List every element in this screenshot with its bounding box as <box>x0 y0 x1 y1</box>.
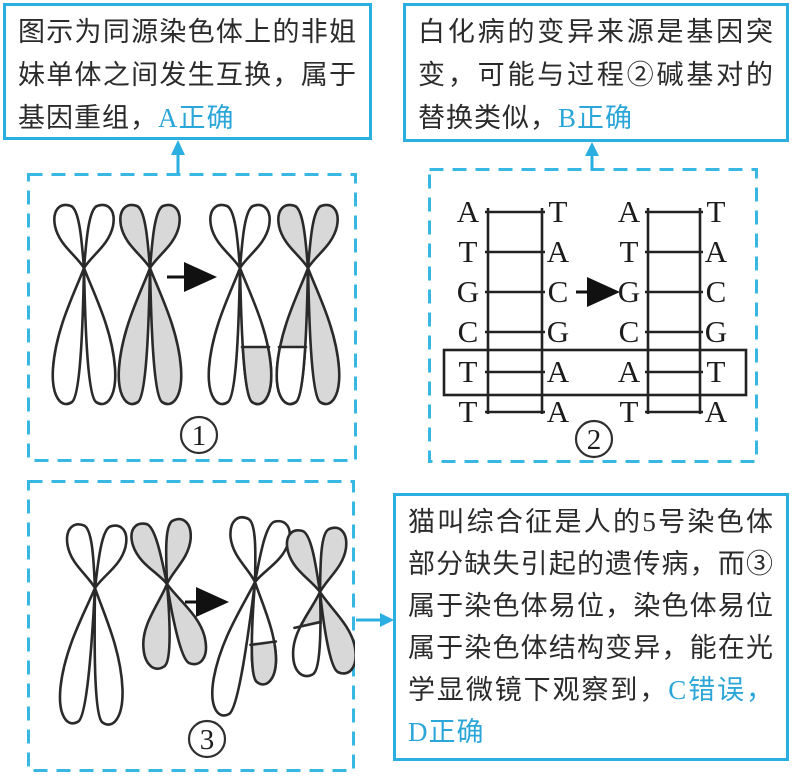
base-letter: A <box>547 354 570 389</box>
note-cd-text: 猫叫综合征是人的5号染色体部分缺失引起的遗传病，而③属于染色体易位，染色体易位属… <box>408 507 774 705</box>
base-letter: C <box>548 274 569 309</box>
panel-3-label: 3 <box>200 724 215 756</box>
base-letter: A <box>618 354 641 389</box>
base-letter: A <box>547 394 570 429</box>
connector-arrow-up-1 <box>171 140 185 174</box>
chromosome-white-before <box>57 522 129 727</box>
connector-arrow-up-2 <box>585 142 599 170</box>
panel-1-dashed-border <box>27 173 357 462</box>
base-letter: A <box>618 194 641 229</box>
panel-3-dashed-border <box>27 480 355 772</box>
base-letter: T <box>620 394 639 429</box>
panel-3-label-circle <box>187 719 227 759</box>
chromosome-gray-after-exchanged-tip <box>275 203 341 406</box>
note-cd-answer: C错误，D正确 <box>408 675 775 747</box>
base-letter: C <box>458 314 479 349</box>
chromosome-gray-before <box>117 203 183 406</box>
note-cd-box: 猫叫综合征是人的5号染色体部分缺失引起的遗传病，而③属于染色体易位，染色体易位属… <box>393 493 789 761</box>
note-a-answer: A正确 <box>158 103 235 133</box>
base-letter: C <box>706 274 727 309</box>
note-b-box: 白化病的变异来源是基因突变，可能与过程②碱基对的替换类似，B正确 <box>403 3 789 142</box>
panel-1-crossover-diagram: 1 <box>27 173 357 462</box>
base-letter: A <box>457 194 480 229</box>
substituted-pair-highlight-box <box>442 348 748 397</box>
base-letter: A <box>705 394 728 429</box>
base-letter: G <box>705 314 727 349</box>
chromosome-white-before <box>51 203 117 406</box>
base-letter: G <box>618 274 640 309</box>
base-letter: G <box>457 274 479 309</box>
panel-2-dna-diagram: A T G C T T T A C G A A A T G C <box>428 168 758 463</box>
base-letter: C <box>619 314 640 349</box>
base-letter: T <box>620 234 639 269</box>
base-letter: T <box>459 354 478 389</box>
base-letter: T <box>459 234 478 269</box>
note-a-text: 图示为同源染色体上的非姐妹单体之间发生互换，属于基因重组， <box>18 17 357 133</box>
dna-ladder-before: A T G C T T T A C G A A <box>457 194 570 429</box>
connector-arrow-right-3 <box>356 613 394 627</box>
chromosome-gray-before <box>128 516 210 672</box>
base-letter: T <box>459 394 478 429</box>
base-letter: A <box>547 234 570 269</box>
base-letter: T <box>549 194 568 229</box>
panel-1-label: 1 <box>192 420 207 452</box>
panel-2-label: 2 <box>587 424 602 456</box>
chromosome-gray-after-white-tip <box>284 525 355 679</box>
panel-2-label-circle <box>574 419 614 459</box>
chromosome-white-after-exchanged-tip <box>207 203 273 406</box>
base-letter: G <box>547 314 569 349</box>
panel-3-translocation-diagram: 3 <box>27 480 355 772</box>
panel-1-label-circle <box>179 415 219 455</box>
dna-ladder-after: A T G C A T T A C G T A <box>618 194 728 429</box>
base-letter: T <box>707 194 726 229</box>
note-b-answer: B正确 <box>558 103 634 133</box>
base-letter: T <box>707 354 726 389</box>
note-a-box: 图示为同源染色体上的非姐妹单体之间发生互换，属于基因重组，A正确 <box>3 3 372 140</box>
base-letter: A <box>705 234 728 269</box>
chromosome-white-after-gray-tip <box>208 514 293 719</box>
note-b-text: 白化病的变异来源是基因突变，可能与过程②碱基对的替换类似， <box>418 17 774 133</box>
